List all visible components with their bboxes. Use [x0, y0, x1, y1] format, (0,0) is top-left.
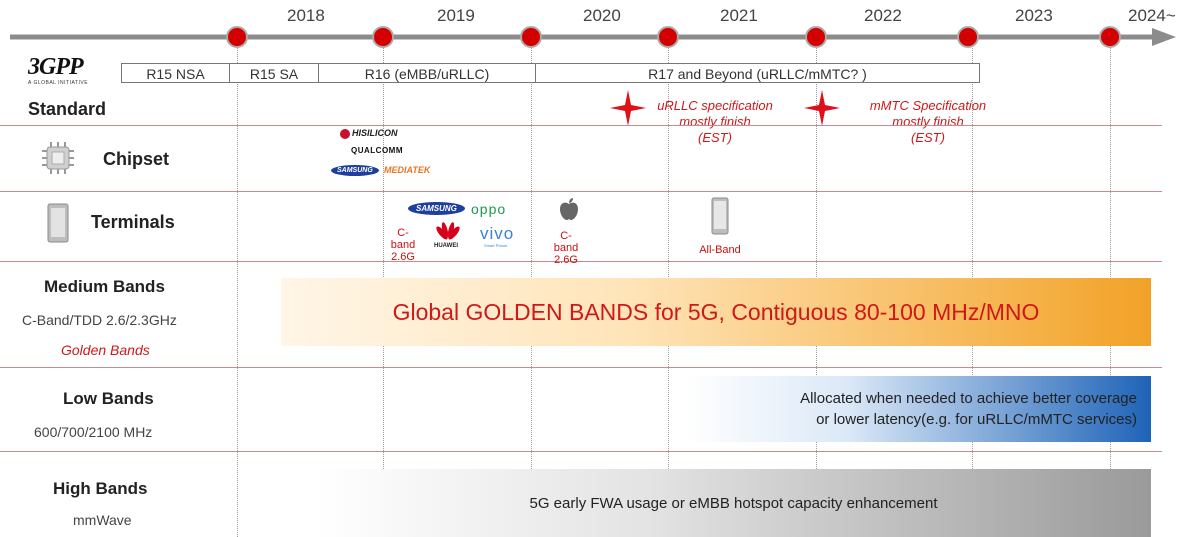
milestone-marker	[1099, 26, 1121, 48]
milestone-marker	[805, 26, 827, 48]
huawei-logo-text: HUAWEI	[434, 243, 458, 249]
3gpp-logo-text: 3GPP	[28, 54, 84, 80]
medium-band-text: Global GOLDEN BANDS for 5G, Contiguous 8…	[392, 298, 1040, 325]
oppo-logo: oppo	[471, 201, 507, 217]
cband-label-line: 2.6G	[554, 254, 578, 266]
hisilicon-logo: HISILICON	[340, 128, 398, 139]
medium-bands-frequencies: C-Band/TDD 2.6/2.3GHz	[22, 312, 177, 328]
mmtc-note: mMTC Specification mostly finish (EST)	[858, 98, 998, 146]
row-separator	[0, 125, 1162, 126]
year-label: 2024~	[1128, 6, 1176, 25]
urllc-note-line: (EST)	[698, 130, 732, 145]
year-label: 2018	[287, 6, 325, 25]
qualcomm-logo: QUALCOMM	[351, 146, 403, 155]
milestone-marker	[520, 26, 542, 48]
row-title-medium-bands: Medium Bands	[44, 277, 165, 296]
row-separator	[0, 261, 1162, 262]
timeline	[10, 26, 1176, 48]
milestone-marker	[372, 26, 394, 48]
high-band-bar: 5G early FWA usage or eMBB hotspot capac…	[316, 469, 1151, 537]
vivo-tagline: Smart Phone	[484, 243, 508, 248]
cband-label-2020: C-band 2.6G	[548, 230, 584, 266]
mmtc-note-line: mostly finish	[892, 114, 964, 129]
cband-label-2019: C-band 2.6G	[386, 227, 420, 263]
row-separator	[0, 451, 1162, 452]
mmtc-note-line: (EST)	[911, 130, 945, 145]
low-bands-frequencies: 600/700/2100 MHz	[34, 424, 153, 440]
cband-label-line: 2.6G	[391, 251, 415, 263]
high-bands-frequencies: mmWave	[73, 512, 132, 528]
samsung-logo: SAMSUNG	[331, 165, 379, 176]
star-icon	[804, 90, 840, 126]
row-separator	[0, 367, 1162, 368]
year-label: 2020	[583, 6, 621, 25]
milestone-markers	[226, 26, 1121, 48]
row-title-standard: Standard	[28, 99, 107, 119]
milestone-marker	[657, 26, 679, 48]
milestone-marker	[226, 26, 248, 48]
release-r17: R17 and Beyond (uRLLC/mMTC? )	[535, 63, 980, 83]
guide-line-2018h2	[237, 44, 238, 537]
urllc-note-line: uRLLC specification	[657, 98, 773, 113]
apple-icon	[560, 198, 578, 220]
year-label: 2022	[864, 6, 902, 25]
phone-icon	[711, 197, 729, 235]
star-icon	[610, 90, 646, 126]
cband-label-line: C-band	[553, 230, 579, 254]
allband-label: All-Band	[699, 244, 741, 256]
urllc-note: uRLLC specification mostly finish (EST)	[645, 98, 785, 146]
release-r16: R16 (eMBB/uRLLC)	[318, 63, 536, 83]
high-band-text: 5G early FWA usage or eMBB hotspot capac…	[529, 494, 938, 512]
row-title-high-bands: High Bands	[53, 479, 148, 498]
3gpp-logo-tagline: A GLOBAL INITIATIVE	[28, 80, 89, 86]
samsung-terminal-logo: SAMSUNG	[408, 202, 465, 215]
milestone-marker	[957, 26, 979, 48]
phone-icon	[47, 203, 69, 243]
low-band-text-line: or lower latency(e.g. for uRLLC/mMTC ser…	[816, 411, 1137, 428]
hisilicon-logo-text: HISILICON	[352, 128, 398, 138]
medium-bands-golden-label: Golden Bands	[61, 342, 150, 358]
release-r15-nsa: R15 NSA	[121, 63, 230, 83]
low-band-bar: Allocated when needed to achieve better …	[685, 376, 1151, 442]
mediatek-logo: MEDIATEK	[384, 165, 431, 175]
year-label: 2023	[1015, 6, 1053, 25]
year-label: 2021	[720, 6, 758, 25]
urllc-note-line: mostly finish	[679, 114, 751, 129]
low-band-text-line: Allocated when needed to achieve better …	[800, 390, 1137, 407]
release-r15-sa: R15 SA	[229, 63, 319, 83]
mmtc-note-line: mMTC Specification	[869, 98, 987, 113]
row-separator	[0, 191, 1162, 192]
hisilicon-emblem-icon	[340, 128, 350, 139]
huawei-flower-icon	[436, 222, 460, 240]
cband-label-line: C-band	[390, 227, 416, 251]
row-title-low-bands: Low Bands	[63, 389, 154, 408]
vivo-logo: vivo	[480, 224, 515, 243]
row-title-chipset: Chipset	[103, 149, 170, 169]
medium-band-bar: Global GOLDEN BANDS for 5G, Contiguous 8…	[281, 278, 1151, 346]
chip-icon	[42, 142, 74, 174]
year-label: 2019	[437, 6, 475, 25]
3gpp-logo: 3GPP A GLOBAL INITIATIVE	[28, 54, 118, 94]
row-title-terminals: Terminals	[91, 212, 175, 232]
